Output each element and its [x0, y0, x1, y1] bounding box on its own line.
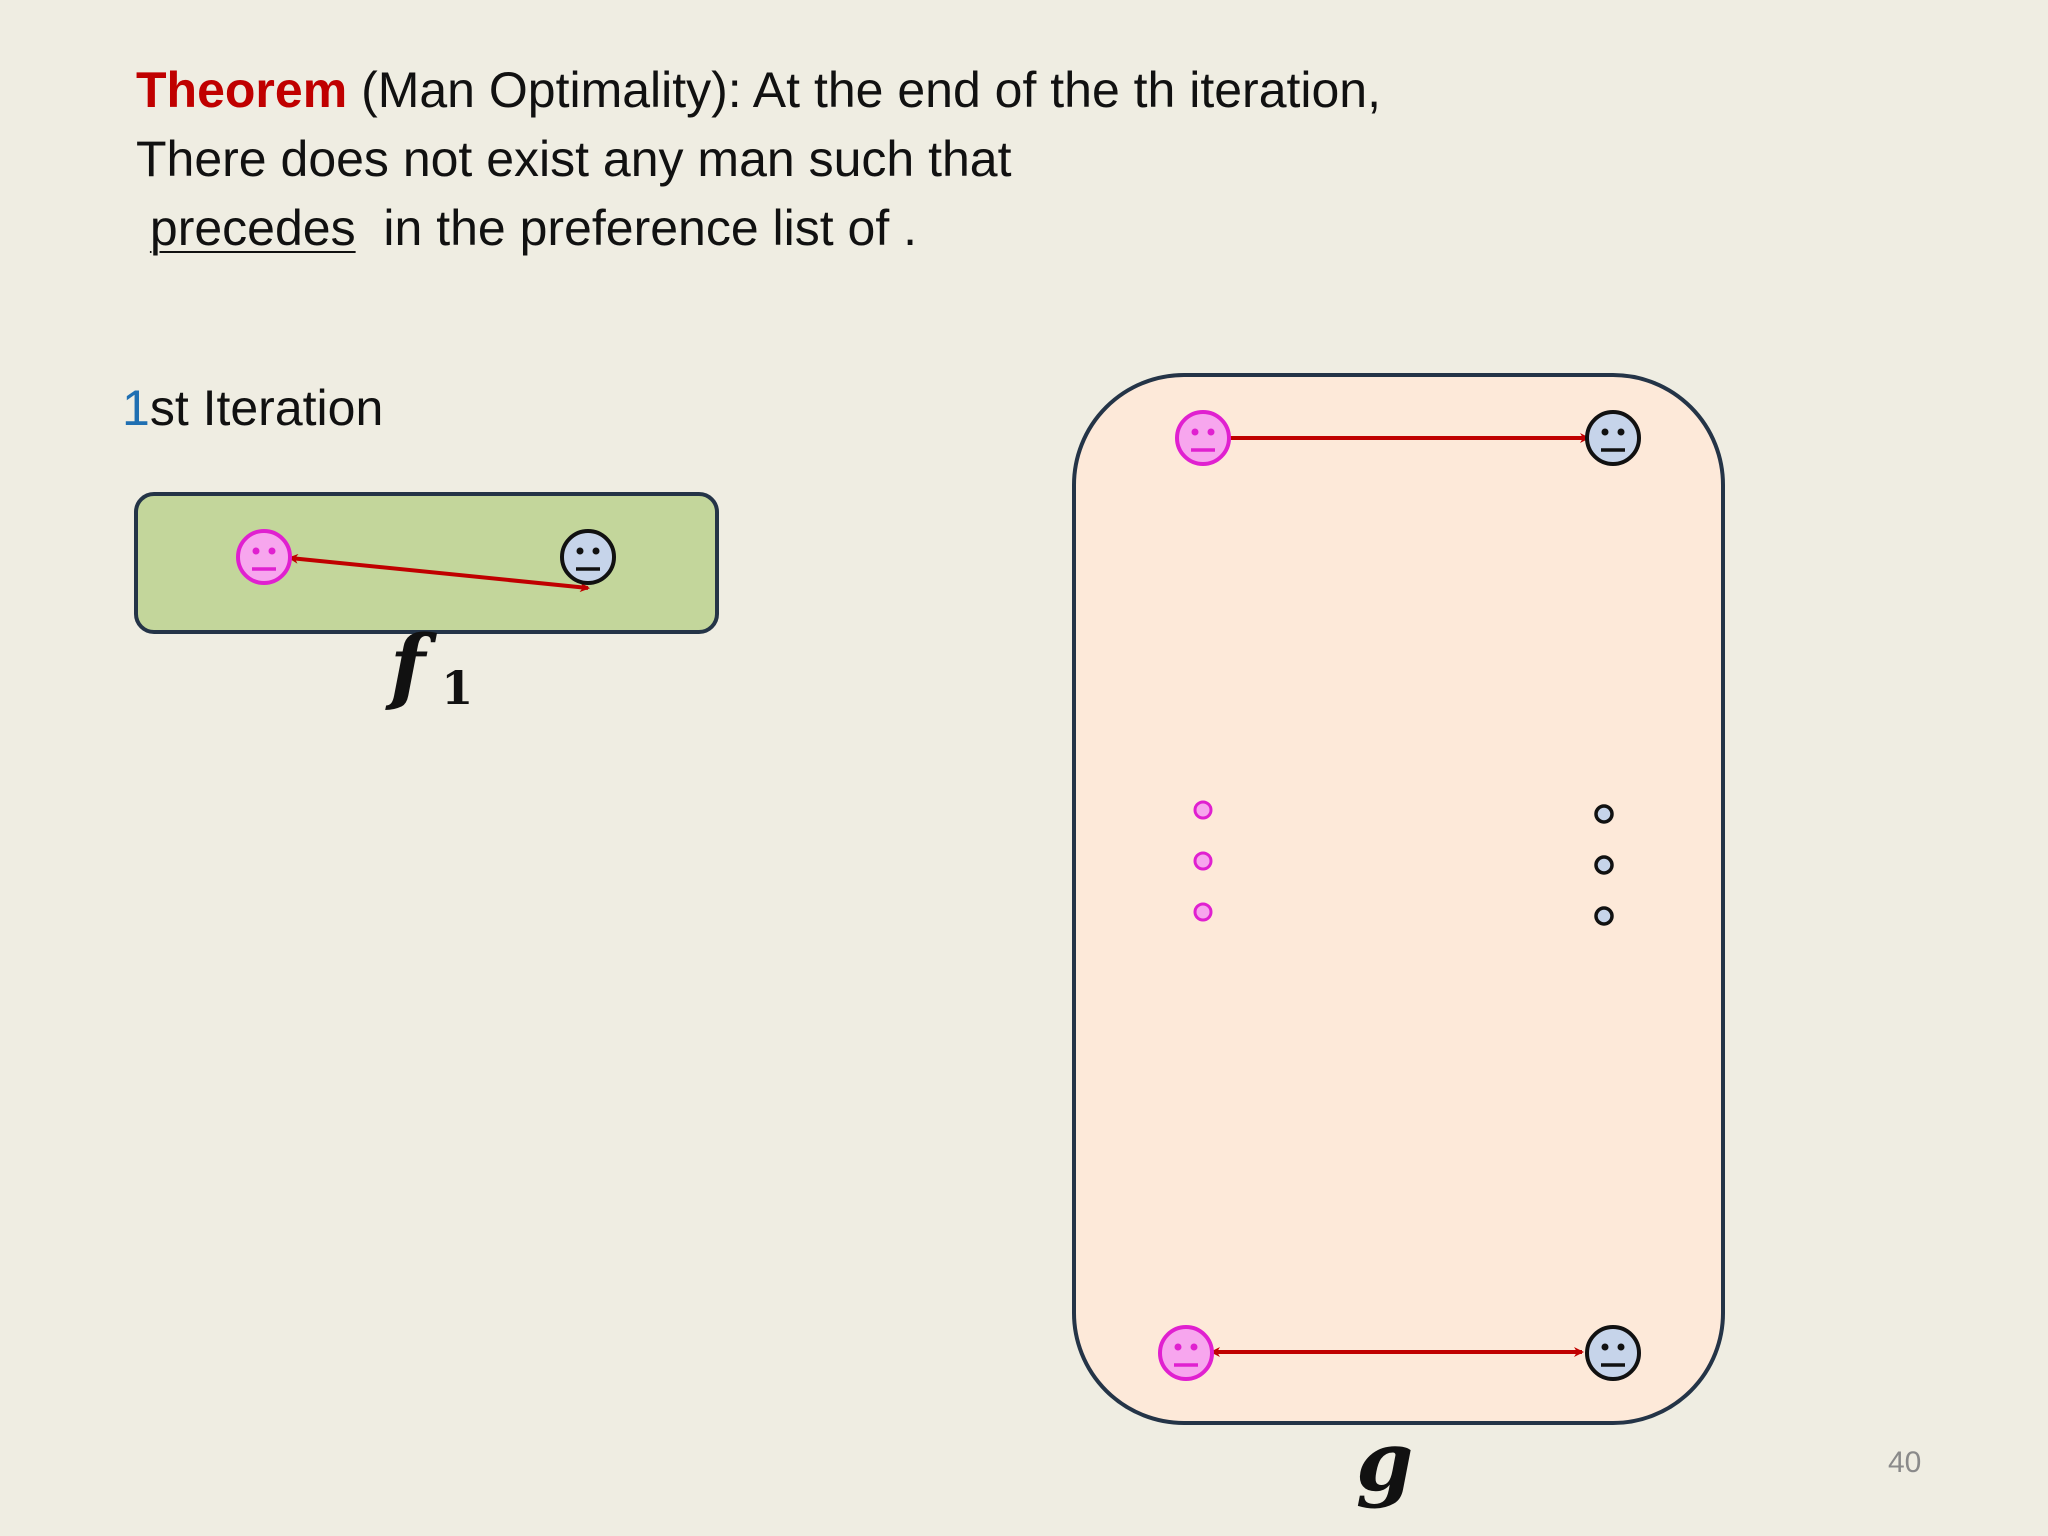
- iteration-suffix: st Iteration: [149, 380, 384, 436]
- precedes-word: precedes: [149, 200, 356, 256]
- man-face-icon: [560, 529, 616, 585]
- man-face-icon: [1585, 410, 1641, 466]
- g-group-box: [1072, 373, 1725, 1425]
- woman-face-icon: [236, 529, 292, 585]
- page-number: 40: [1888, 1446, 1922, 1479]
- theorem-line-2: There does not exist any man such that: [136, 131, 1012, 187]
- theorem-keyword: Theorem: [136, 62, 348, 118]
- iteration-number: 1: [122, 380, 150, 436]
- man-face-icon: [1585, 1325, 1641, 1381]
- theorem-line-3: precedes in the preference list of .: [136, 194, 1636, 263]
- iteration-heading: 1st Iteration: [122, 378, 383, 438]
- theorem-line-3-rest: in the preference list of .: [355, 200, 918, 256]
- theorem-line-1: Theorem (Man Optimality): At the end of …: [136, 56, 1636, 125]
- f1-group-box: [134, 492, 719, 634]
- women-ellipsis-dots: [1193, 800, 1213, 922]
- woman-face-icon: [1175, 410, 1231, 466]
- f1-match-arrow: [288, 553, 590, 593]
- theorem-title-text: (Man Optimality): At the end of the th i…: [347, 62, 1382, 118]
- f-subscript: 1: [441, 661, 473, 715]
- theorem-statement: Theorem (Man Optimality): At the end of …: [136, 56, 1636, 263]
- woman-face-icon: [1158, 1325, 1214, 1381]
- men-ellipsis-dots: [1594, 804, 1614, 926]
- g-label: g: [1356, 1414, 1413, 1510]
